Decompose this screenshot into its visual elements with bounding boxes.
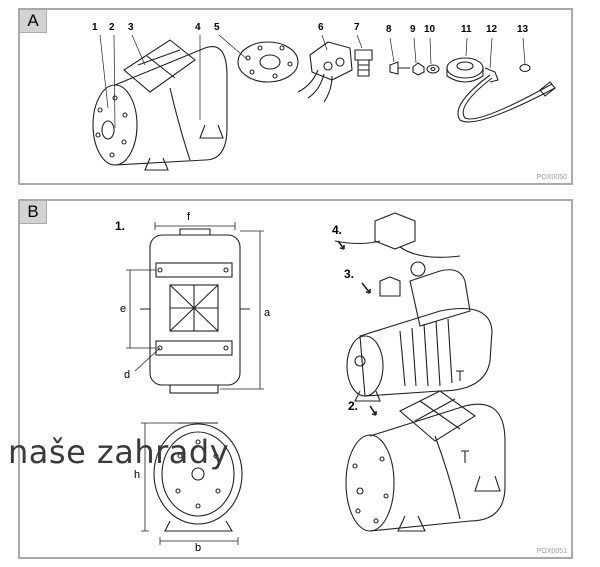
panel-a-code: POX0050 bbox=[536, 174, 567, 181]
assembly-pressure-switch bbox=[374, 212, 416, 250]
part-number-12: 12 bbox=[486, 24, 498, 35]
part-number-2: 2 bbox=[109, 22, 115, 33]
nut bbox=[412, 62, 425, 76]
step-label-2: 2. bbox=[348, 399, 359, 413]
assembly-foot-rear bbox=[474, 475, 501, 492]
part-number-4: 4 bbox=[195, 22, 201, 33]
mounting-bracket bbox=[123, 39, 196, 93]
dimension-f-label: f bbox=[187, 211, 191, 223]
assembly-tank bbox=[369, 403, 506, 532]
step-label-1: 1. bbox=[115, 219, 126, 233]
tank-foot-front bbox=[144, 157, 169, 171]
assembly-bracket bbox=[399, 390, 476, 442]
dimension-h-label: h bbox=[134, 469, 141, 481]
tank-top-view bbox=[149, 234, 241, 386]
assembly-fitting bbox=[379, 276, 401, 297]
tank-side-view bbox=[153, 423, 243, 525]
panel-a-drawing bbox=[92, 34, 556, 171]
seal-ring bbox=[446, 57, 484, 79]
tank-body bbox=[114, 46, 228, 166]
pump-handle bbox=[409, 269, 471, 327]
part-number-1: 1 bbox=[92, 22, 98, 33]
panel-b-tag: B bbox=[20, 201, 47, 224]
step-label-4: 4. bbox=[332, 223, 343, 237]
dimension-b-label: b bbox=[195, 542, 202, 554]
part-number-3: 3 bbox=[128, 22, 134, 33]
pressure-switch bbox=[309, 41, 353, 81]
dimension-h-line bbox=[141, 422, 178, 532]
dimension-e-line bbox=[126, 269, 156, 349]
arrow-step-4 bbox=[337, 240, 345, 250]
tank-foot-rear bbox=[199, 124, 224, 139]
part-number-10: 10 bbox=[424, 24, 436, 35]
pump-motor bbox=[359, 307, 493, 397]
assembly-foot-front bbox=[397, 515, 426, 532]
part-number-13: 13 bbox=[517, 24, 529, 35]
panel-b: B POX0051 bbox=[18, 199, 573, 559]
hose-clamp bbox=[484, 67, 499, 83]
screw bbox=[389, 61, 410, 75]
dimension-d-label: d bbox=[124, 369, 131, 381]
part-number-5: 5 bbox=[214, 22, 220, 33]
dimension-f-line bbox=[154, 222, 236, 230]
step-label-3: 3. bbox=[344, 267, 355, 281]
o-ring bbox=[519, 63, 531, 73]
part-number-8: 8 bbox=[386, 24, 392, 35]
bracket-bar-bottom bbox=[155, 340, 233, 356]
arrow-step-2 bbox=[369, 405, 377, 416]
part-number-9: 9 bbox=[410, 24, 416, 35]
hose bbox=[457, 74, 556, 123]
dimension-a-line bbox=[220, 230, 264, 390]
panel-b-code: POX0051 bbox=[536, 548, 567, 555]
dimension-a-label: a bbox=[264, 307, 271, 319]
tank-valve bbox=[101, 120, 115, 140]
part-number-7: 7 bbox=[354, 22, 360, 33]
arrow-step-3 bbox=[361, 282, 371, 294]
watermark: naše zahrady bbox=[8, 433, 230, 471]
dimension-b-line bbox=[159, 537, 239, 545]
part-number-6: 6 bbox=[318, 22, 324, 33]
tank-side-feet bbox=[164, 520, 233, 532]
hex-fitting bbox=[354, 49, 373, 61]
bracket-bar-top bbox=[155, 262, 233, 278]
panel-b-drawing bbox=[126, 212, 506, 545]
panel-a: A POX0050 bbox=[18, 8, 573, 185]
panel-a-tag: A bbox=[20, 10, 47, 33]
part-number-11: 11 bbox=[461, 24, 472, 35]
washer bbox=[426, 64, 440, 74]
dimension-e-label: e bbox=[120, 303, 127, 315]
flange bbox=[237, 41, 299, 83]
